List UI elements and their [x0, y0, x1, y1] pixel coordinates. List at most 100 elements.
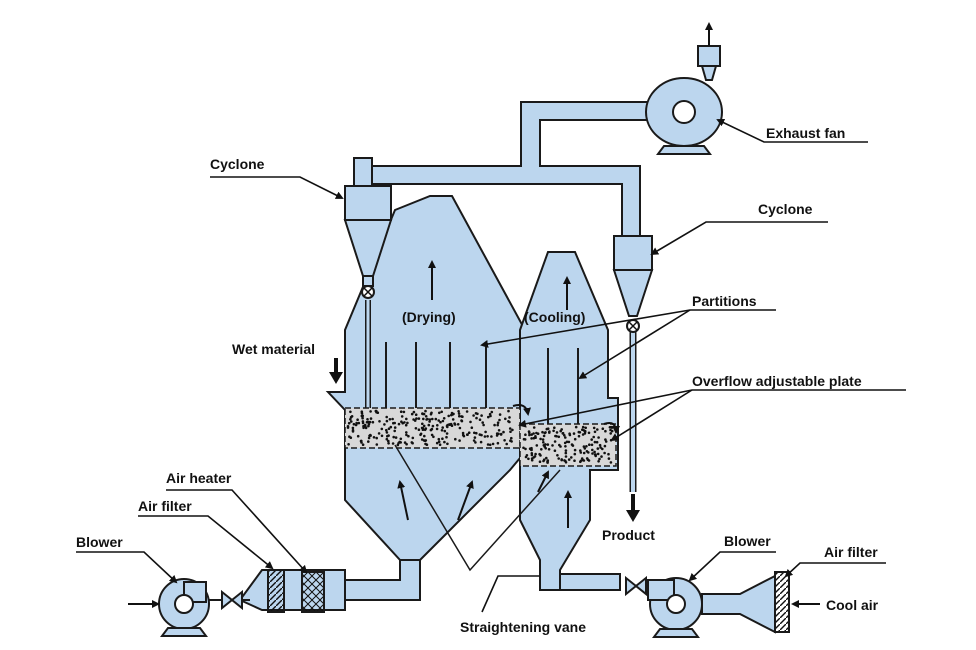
- bed-particle: [406, 421, 409, 425]
- bed-particle: [369, 410, 372, 413]
- bed-particle: [560, 428, 563, 431]
- bed-particle: [544, 447, 547, 450]
- label-air-filter-left: Air filter: [138, 498, 192, 514]
- bed-particle: [404, 423, 408, 427]
- bed-particle: [453, 423, 457, 426]
- left-air-supply: [128, 559, 421, 637]
- exhaust-ducting: [358, 101, 661, 241]
- air-filter-left-element: [267, 569, 285, 613]
- bed-particle: [582, 451, 586, 455]
- bed-particle: [422, 424, 426, 428]
- label-drying-zone: (Drying): [402, 309, 456, 325]
- bed-particle: [524, 433, 527, 437]
- bed-particle: [490, 410, 494, 414]
- bed-particle: [356, 434, 360, 438]
- bed-particle: [441, 426, 445, 429]
- bed-particle: [368, 420, 372, 424]
- bed-particle: [592, 426, 596, 430]
- bed-particle: [391, 417, 394, 421]
- bed-particle: [548, 431, 551, 434]
- bed-particle: [493, 423, 496, 427]
- bed-particle: [480, 414, 483, 417]
- bed-particle: [364, 425, 367, 428]
- bed-particle: [424, 415, 428, 418]
- label-cooling-zone: (Cooling): [524, 309, 585, 325]
- cyclone-left: [343, 157, 393, 412]
- bed-particle: [524, 447, 527, 451]
- bed-particle: [393, 429, 397, 433]
- bed-particle: [396, 443, 400, 447]
- air-filter-right-element: [774, 571, 790, 633]
- bed-particle: [527, 457, 530, 461]
- bed-particle: [496, 421, 500, 425]
- bed-particle: [534, 452, 537, 456]
- bed-particle: [385, 431, 389, 434]
- bed-particle: [458, 414, 461, 418]
- bed-particle: [411, 436, 415, 440]
- bed-particle: [419, 433, 422, 437]
- bed-particle: [349, 418, 352, 421]
- bed-particle: [450, 424, 454, 428]
- bed-particle: [399, 410, 403, 414]
- bed-particle: [527, 430, 531, 433]
- bed-particle: [357, 421, 361, 425]
- bed-particle: [400, 415, 404, 418]
- bed-particle: [507, 420, 510, 423]
- bed-particle: [574, 425, 578, 429]
- bed-particle: [573, 459, 576, 463]
- bed-particle: [362, 426, 365, 430]
- bed-particle: [360, 412, 364, 415]
- bed-particle: [387, 442, 390, 445]
- cyclone-left-outlet: [353, 157, 373, 187]
- damper-right: [625, 575, 647, 597]
- bed-particle: [412, 410, 416, 414]
- bed-particle: [534, 435, 537, 438]
- bed-particle: [392, 435, 396, 439]
- bed-particle: [551, 444, 554, 447]
- bed-particle: [405, 417, 408, 421]
- bed-particle: [424, 409, 427, 413]
- bed-particle: [369, 417, 373, 420]
- bed-particle: [557, 435, 561, 439]
- bed-particle: [458, 426, 462, 430]
- bed-particle: [423, 434, 426, 438]
- bed-particle: [436, 424, 439, 427]
- bed-particle: [405, 431, 408, 434]
- bed-particle: [542, 441, 545, 444]
- bed-particle: [503, 439, 506, 442]
- bed-particle: [542, 444, 546, 447]
- bed-particle: [375, 443, 379, 446]
- bed-particle: [580, 457, 584, 460]
- bed-particle: [581, 433, 585, 436]
- bed-particle: [414, 427, 418, 430]
- bed-particle: [441, 437, 444, 441]
- bed-particle: [351, 428, 355, 432]
- bed-particle: [564, 455, 568, 458]
- bed-particle: [533, 455, 537, 458]
- bed-particle: [555, 431, 559, 434]
- bed-particle: [347, 421, 351, 425]
- bed-particle: [405, 442, 408, 446]
- exhaust-fan: [645, 22, 723, 155]
- bed-particle: [600, 455, 603, 458]
- bed-particle: [567, 440, 571, 444]
- bed-particle: [421, 428, 425, 432]
- bed-particle: [598, 457, 601, 461]
- bed-particle: [596, 447, 600, 450]
- bed-particle: [414, 413, 418, 417]
- bed-particle: [478, 418, 482, 422]
- bed-particle: [522, 437, 526, 441]
- bed-particle: [367, 440, 370, 443]
- bed-particle: [582, 445, 586, 448]
- bed-particle: [366, 418, 369, 421]
- bed-particle: [367, 423, 371, 426]
- bed-particle: [428, 420, 431, 423]
- bed-particle: [380, 434, 384, 438]
- bed-particle: [435, 427, 439, 431]
- bed-particle: [422, 417, 425, 421]
- bed-particle: [546, 427, 550, 431]
- bed-particle: [507, 409, 510, 413]
- bed-particle: [488, 443, 492, 447]
- bed-particle: [372, 436, 376, 439]
- bed-particle: [425, 418, 428, 421]
